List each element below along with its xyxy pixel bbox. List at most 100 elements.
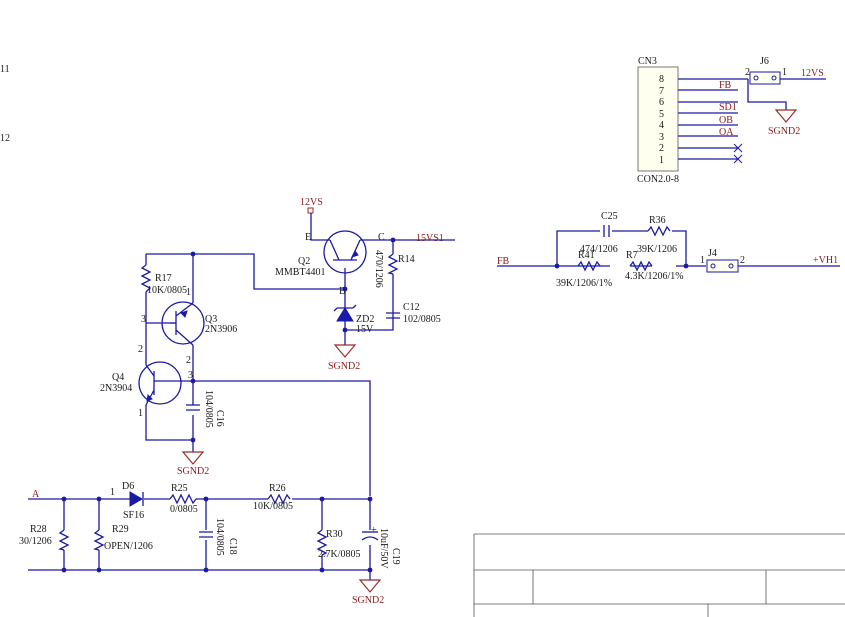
d6-value: SF16 bbox=[123, 510, 144, 521]
d6-ref: D6 bbox=[122, 481, 134, 492]
j6-ref: J6 bbox=[760, 56, 769, 67]
ground-symbol-zd2 bbox=[333, 344, 357, 358]
r41-ref: R41 bbox=[578, 250, 595, 261]
q2-pin-c: C bbox=[378, 232, 385, 243]
q4-value: 2N3904 bbox=[100, 383, 132, 394]
q3-pin-2: 2 bbox=[186, 355, 191, 366]
net-oa: OA bbox=[719, 127, 734, 138]
net-a: A bbox=[32, 489, 40, 500]
zd2-value: 15V bbox=[356, 324, 374, 335]
c12-ref: C12 bbox=[403, 302, 420, 313]
c19-ref: C19 bbox=[390, 548, 401, 565]
r26-value: 10K/0805 bbox=[253, 501, 293, 512]
net-vh1: +VH1 bbox=[813, 255, 838, 266]
net-sd1: SD1 bbox=[719, 102, 737, 113]
jumper-j6: J6 2 1 bbox=[745, 56, 826, 110]
q4-pin-1: 1 bbox=[138, 408, 143, 419]
net-12vs-j6: 12VS bbox=[801, 68, 824, 79]
cn3-value: CON2.0-8 bbox=[637, 174, 679, 185]
ground-symbol-c16 bbox=[181, 451, 205, 465]
q4-pin-3: 3 bbox=[188, 370, 193, 381]
diode-d6: D6 SF16 1 bbox=[110, 481, 144, 521]
cn3-pin-1: 1 bbox=[659, 155, 664, 166]
c25-value: 474/1206 bbox=[580, 244, 618, 255]
ground-symbol-j6 bbox=[774, 109, 798, 123]
c16-value: 104/0805 bbox=[203, 390, 214, 428]
jumper-j4: J4 1 2 bbox=[700, 248, 745, 273]
resistor-r26: R26 10K/0805 bbox=[253, 483, 293, 512]
net-sgnd2-c16: SGND2 bbox=[177, 466, 209, 477]
r29-value: OPEN/1206 bbox=[104, 541, 153, 552]
zener-diode-zd2: ZD2 15V bbox=[333, 304, 374, 335]
r14-ref: R14 bbox=[398, 254, 415, 265]
capacitor-c16: 104/0805 C16 bbox=[186, 390, 225, 428]
r25-value: 0/0805 bbox=[170, 504, 198, 515]
resistor-r14: R14 470/1206 bbox=[373, 250, 415, 288]
cn3-pin-7: 7 bbox=[659, 86, 664, 97]
c25-ref: C25 bbox=[601, 211, 618, 222]
q2-pin-e: E bbox=[305, 232, 311, 243]
q2-value: MMBT4401 bbox=[275, 267, 326, 278]
r30-ref: R30 bbox=[326, 529, 343, 540]
r17-value: 10K/0805 bbox=[147, 285, 187, 296]
capacitor-c18: 104/0805 C18 bbox=[199, 518, 238, 556]
power-port-12vs bbox=[307, 207, 314, 214]
resistor-r28: R28 30/1206 bbox=[19, 524, 70, 551]
connector-cn3: CN3 CON2.0-8 8 7 6 5 4 3 2 1 bbox=[637, 56, 748, 185]
r28-ref: R28 bbox=[30, 524, 47, 535]
resistor-r17: R17 10K/0805 bbox=[140, 264, 187, 296]
q3-pin-1: 1 bbox=[186, 287, 191, 298]
resistor-r36: R36 39K/1206 bbox=[637, 215, 677, 255]
r17-ref: R17 bbox=[155, 273, 172, 284]
cn3-pin-5: 5 bbox=[659, 109, 664, 120]
cn3-pin-2: 2 bbox=[659, 143, 664, 154]
r14-value: 470/1206 bbox=[373, 250, 384, 288]
capacitor-c12: C12 102/0805 bbox=[386, 302, 441, 325]
j6-pin-2: 2 bbox=[745, 67, 750, 78]
c12-value: 102/0805 bbox=[403, 314, 441, 325]
r7-value: 4.3K/1206/1% bbox=[625, 271, 684, 282]
r30-value: 2.7K/0805 bbox=[318, 549, 361, 560]
edge-label-12: 12 bbox=[0, 133, 10, 144]
cn3-ref: CN3 bbox=[638, 56, 657, 67]
net-ob: OB bbox=[719, 115, 733, 126]
edge-label-11: 11 bbox=[0, 64, 10, 75]
net-sgnd2-j6: SGND2 bbox=[768, 126, 800, 137]
ground-symbol-bottom bbox=[358, 579, 382, 593]
r36-ref: R36 bbox=[649, 215, 666, 226]
r41-value: 39K/1206/1% bbox=[556, 278, 612, 289]
capacitor-c19: + 10uF/50V C19 bbox=[361, 525, 401, 569]
zd2-ref: ZD2 bbox=[356, 314, 374, 325]
c19-value: 10uF/50V bbox=[378, 528, 389, 569]
net-fb-cn3: FB bbox=[719, 80, 732, 91]
capacitor-c25: C25 474/1206 bbox=[580, 211, 618, 255]
q4-pin-2: 2 bbox=[138, 344, 143, 355]
q3-value: 2N3906 bbox=[205, 324, 237, 335]
c19-plus: + bbox=[371, 525, 377, 536]
r26-ref: R26 bbox=[269, 483, 286, 494]
net-sgnd2-zd2: SGND2 bbox=[328, 361, 360, 372]
d6-pin-1: 1 bbox=[110, 487, 115, 498]
r29-ref: R29 bbox=[112, 524, 129, 535]
c18-value: 104/0805 bbox=[214, 518, 225, 556]
q3-pin-3: 3 bbox=[141, 314, 146, 325]
c18-ref: C18 bbox=[227, 538, 238, 555]
cn3-pin-6: 6 bbox=[659, 97, 664, 108]
transistor-q2: E C B Q2 MMBT4401 bbox=[275, 230, 385, 297]
resistor-r7: R7 4.3K/1206/1% bbox=[625, 250, 684, 282]
resistor-r25: R25 0/0805 bbox=[169, 483, 198, 515]
j4-pin-1: 1 bbox=[700, 255, 705, 266]
net-15vs1: 15VS1 bbox=[416, 233, 444, 244]
title-block bbox=[473, 533, 845, 617]
transistor-q4: Q4 2N3904 1 2 3 bbox=[100, 344, 193, 419]
r7-ref: R7 bbox=[626, 250, 638, 261]
j6-pin-1: 1 bbox=[782, 67, 787, 78]
cn3-pin-3: 3 bbox=[659, 132, 664, 143]
q2-pin-b: B bbox=[339, 286, 346, 297]
j4-pin-2: 2 bbox=[740, 255, 745, 266]
q2-ref: Q2 bbox=[298, 256, 310, 267]
transistor-q3: Q3 2N3906 1 2 3 bbox=[141, 287, 237, 366]
r28-value: 30/1206 bbox=[19, 536, 52, 547]
q4-ref: Q4 bbox=[112, 372, 124, 383]
